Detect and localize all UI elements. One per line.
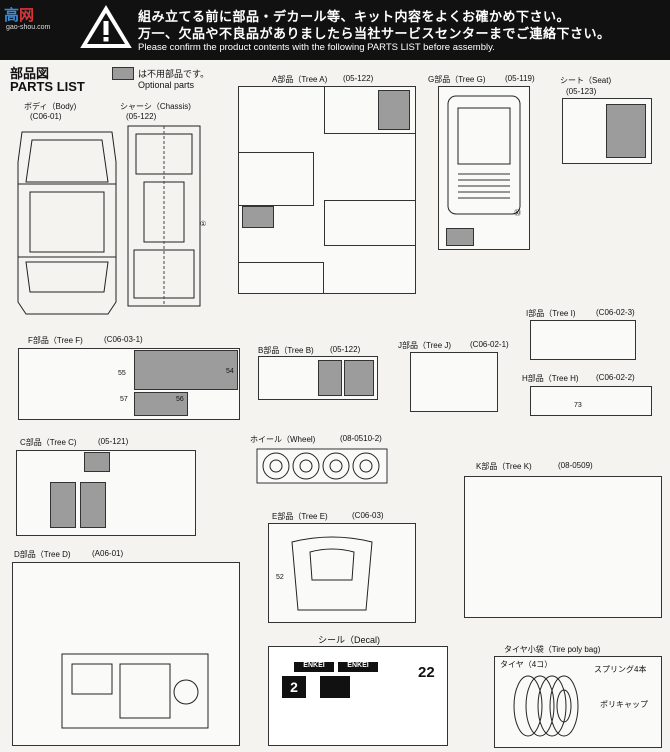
tree-j-label: J部品（Tree J)	[398, 341, 452, 350]
tree-g-roof	[447, 95, 521, 215]
tree-b-label: B部品（Tree B)	[258, 346, 314, 355]
tree-c-optional3	[80, 482, 106, 528]
tree-d-label: D部品（Tree D)	[14, 550, 71, 559]
tree-e-frame	[268, 523, 416, 623]
logo-main: 高	[4, 7, 20, 24]
tree-c-code: (05-121)	[98, 437, 129, 446]
chassis-code: (05-122)	[126, 112, 157, 121]
tree-i-frame	[530, 320, 636, 360]
tree-e-num: 52	[276, 574, 284, 581]
tree-a-sub4	[238, 262, 324, 294]
chassis-drawing	[127, 125, 201, 307]
tree-k-code: (08-0509)	[558, 461, 593, 470]
decal-number-2: 2	[282, 676, 306, 698]
tree-b-code: (05-122)	[330, 345, 361, 354]
tree-i-code: (C06-02-3)	[596, 308, 635, 317]
wheel-code: (08-0510-2)	[340, 434, 382, 443]
tree-f-n4: 56	[176, 396, 184, 403]
tree-f-n3: 57	[120, 396, 128, 403]
seat-optional	[606, 104, 646, 158]
tree-i-label: I部品（Tree I)	[526, 309, 576, 318]
tree-c-optional1	[84, 452, 110, 472]
decal-brand1: ENKEI	[294, 662, 334, 672]
tree-a-sub2	[238, 152, 314, 206]
tree-h-code: (C06-02-2)	[596, 373, 635, 382]
tree-f-n1: 55	[118, 370, 126, 377]
legend-jp: は不用部品です。	[138, 69, 210, 79]
tree-g-label: G部品（Tree G)	[428, 75, 486, 84]
tree-a-optional	[378, 90, 410, 130]
tree-a-label: A部品（Tree A)	[272, 75, 328, 84]
tree-e-label: E部品（Tree E)	[272, 512, 328, 521]
notice-jp-line1: 組み立てる前に部品・デカール等、キット内容をよくお確かめ下さい。	[138, 9, 571, 24]
decal-block	[320, 676, 350, 698]
body-drawing	[17, 131, 117, 315]
decal-label: シール（Decal)	[318, 635, 381, 645]
warning-icon	[80, 5, 132, 48]
tree-d-code: (A06-01)	[92, 549, 124, 558]
tree-h-num: 73	[574, 402, 582, 409]
notice-en-line: Please confirm the product contents with…	[138, 42, 495, 53]
wheel-drawing	[256, 448, 388, 484]
tree-f-n2: 54	[226, 368, 234, 375]
chassis-num: ①	[200, 221, 207, 228]
decal-brand2: ENKEI	[338, 662, 378, 672]
tire-drawing	[513, 675, 579, 737]
tree-h-frame	[530, 386, 652, 416]
tree-d-interior	[61, 653, 209, 729]
tree-f-optional	[134, 350, 238, 390]
page-title-jp: 部品図	[10, 66, 50, 81]
tree-f-label: F部品（Tree F)	[28, 336, 83, 345]
tire-label: タイヤ（4コ）	[500, 660, 553, 669]
spring-label: スプリング4本	[594, 665, 647, 674]
legend-en: Optional parts	[138, 80, 195, 90]
tree-f-optional2	[134, 392, 188, 416]
header-banner: 高网 gao-shou.com 組み立てる前に部品・デカール等、キット内容をよく…	[0, 0, 670, 60]
tree-a-code: (05-122)	[343, 74, 374, 83]
tree-e-hood	[291, 536, 373, 611]
tree-j-code: (C06-02-1)	[470, 340, 509, 349]
seat-label: シート（Seat)	[560, 76, 612, 85]
tree-g-code: (05-119)	[505, 74, 535, 83]
tree-h-label: H部品（Tree H)	[522, 374, 579, 383]
page-title-en: PARTS LIST	[10, 79, 85, 94]
tree-k-frame	[464, 476, 662, 618]
tree-g-frame	[438, 86, 530, 250]
tree-a-optional2	[242, 206, 274, 228]
tree-b-optional2	[344, 360, 374, 396]
tree-a-sub3	[324, 200, 416, 246]
decal-number: 22	[418, 664, 435, 681]
tree-c-label: C部品（Tree C)	[20, 438, 77, 447]
tree-f-code: (C06-03-1)	[104, 335, 143, 344]
tree-e-code: (C06-03)	[352, 511, 384, 520]
seat-code: (05-123)	[566, 87, 597, 96]
tree-g-num1: ㉚	[514, 210, 521, 217]
tree-j-frame	[410, 352, 498, 412]
site-logo: 高网 gao-shou.com	[4, 4, 68, 36]
cap-label: ポリキャップ	[600, 700, 648, 709]
tree-g-optional	[446, 228, 474, 246]
logo-accent: 网	[19, 7, 35, 24]
body-code: (C06-01)	[30, 112, 62, 121]
legend-swatch	[112, 67, 134, 80]
chassis-label: シャーシ（Chassis)	[120, 102, 191, 111]
tire-bag-label: タイヤ小袋（Tire poly bag)	[504, 645, 601, 654]
tree-k-label: K部品（Tree K)	[476, 462, 532, 471]
logo-url: gao-shou.com	[6, 24, 51, 31]
wheel-label: ホイール（Wheel)	[250, 435, 316, 444]
tree-c-optional2	[50, 482, 76, 528]
body-label: ボディ（Body)	[24, 102, 77, 111]
notice-jp-line2: 万一、欠品や不良品がありましたら当社サービスセンターまでご連絡下さい。	[138, 26, 611, 41]
tree-b-optional	[318, 360, 342, 396]
